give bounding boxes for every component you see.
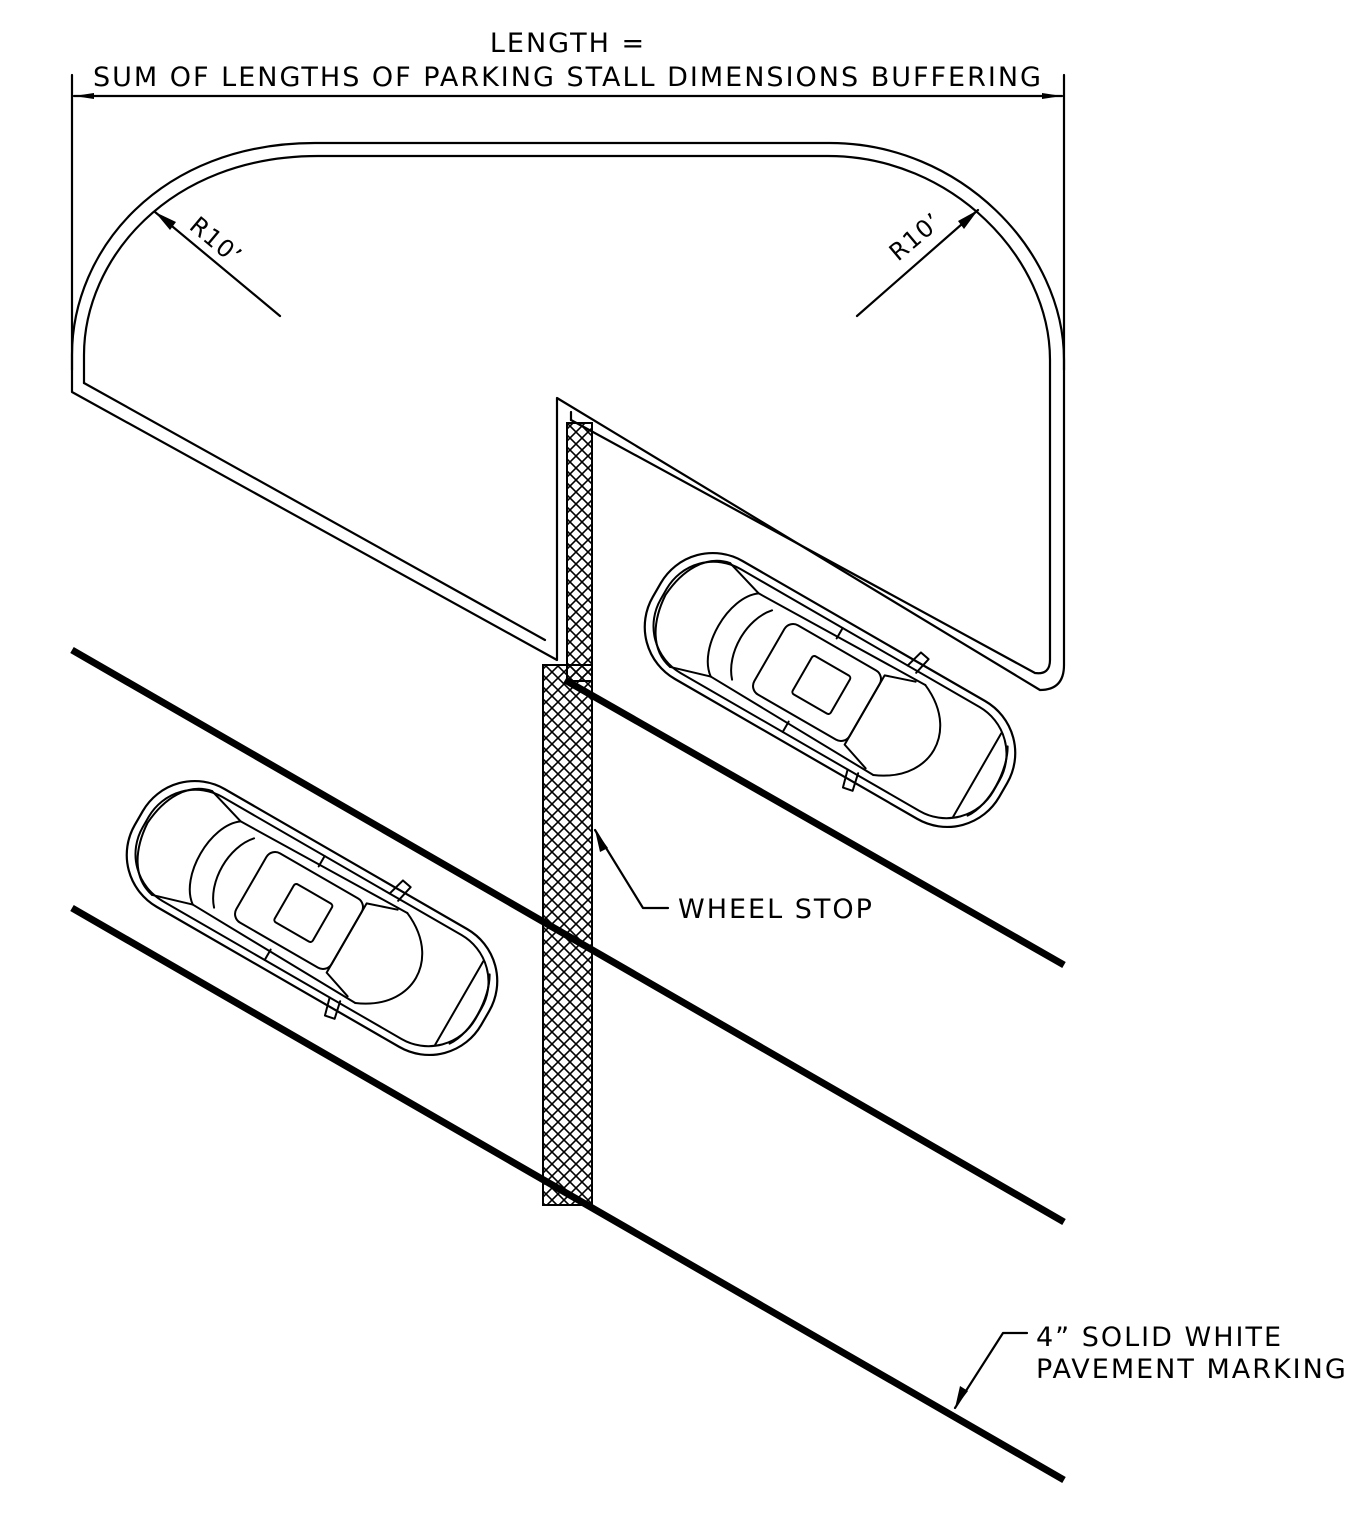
pavement-marking-arrow-icon [955, 1386, 968, 1408]
landscape-island [70, 141, 1066, 692]
wheel-stop-upper [566, 422, 593, 682]
radius-right-leader [855, 208, 980, 318]
island-inner-curb-left [82, 381, 547, 642]
pavement-marking-label-line2: PAVEMENT MARKING [1036, 1354, 1348, 1385]
length-dimension: LENGTH = SUM OF LENGTHS OF PARKING STALL… [70, 28, 1066, 372]
wheel-stop-lower [542, 664, 593, 1206]
wheel-stop [542, 422, 593, 1206]
radius-left: R10’ [153, 210, 282, 318]
pavement-stripe-island-edge [563, 676, 1066, 969]
wheel-stop-callout: WHEEL STOP [593, 828, 874, 925]
pavement-marking-label-line1: 4” SOLID WHITE [1036, 1322, 1283, 1353]
pavement-marking-callout: 4” SOLID WHITE PAVEMENT MARKING [953, 1322, 1348, 1410]
car-upper-icon [616, 521, 1044, 859]
radius-right: R10’ [855, 207, 980, 318]
radius-right-label: R10’ [884, 207, 947, 266]
length-label: LENGTH = [490, 28, 646, 59]
wheel-stop-arrow-icon [595, 830, 608, 852]
wheel-stop-label: WHEEL STOP [678, 894, 874, 925]
radius-left-leader [153, 210, 282, 318]
radius-right-arrow-icon [958, 210, 978, 229]
radius-left-arrow-icon [155, 212, 176, 230]
island-outer-curb [70, 141, 1066, 692]
car-lower-icon [98, 749, 526, 1087]
length-description: SUM OF LENGTHS OF PARKING STALL DIMENSIO… [93, 62, 1043, 93]
pavement-marking-leader [953, 1331, 1029, 1410]
wheel-stop-leader [593, 828, 670, 910]
island-inner-curb [82, 154, 1052, 675]
